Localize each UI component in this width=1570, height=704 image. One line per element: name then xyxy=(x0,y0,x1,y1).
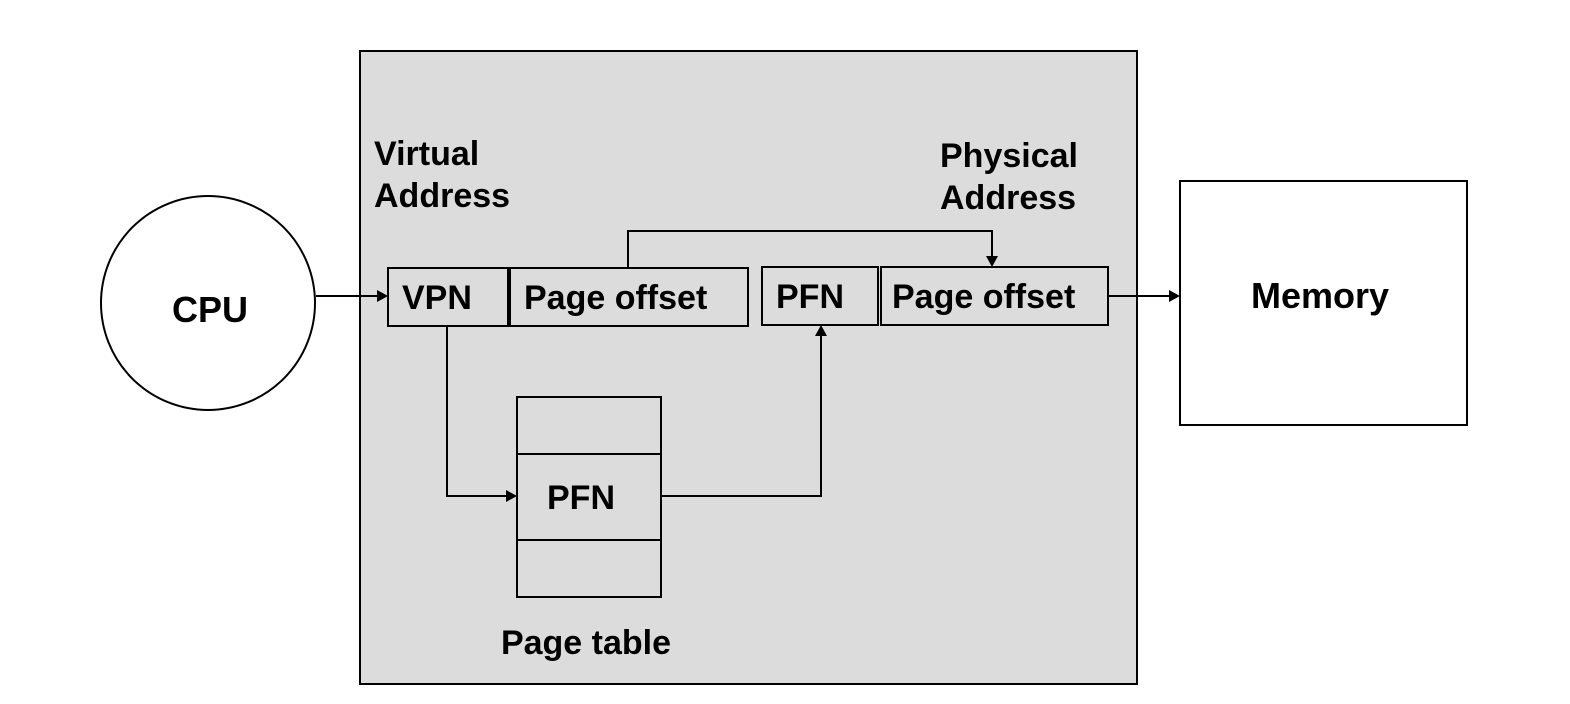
pfn-field xyxy=(761,266,879,326)
virtual-offset-field xyxy=(509,267,749,327)
arrow-physical-to-memory-head xyxy=(1169,290,1180,302)
arrow-offset-copy-head xyxy=(986,256,998,267)
physical-address-title-line2: Address xyxy=(940,179,1076,217)
virtual-address-title-line1: Virtual xyxy=(374,135,479,173)
vpn-label: VPN xyxy=(402,279,472,317)
mmu-box xyxy=(359,50,1138,685)
memory-label: Memory xyxy=(1251,275,1389,316)
physical-offset-field xyxy=(880,266,1109,326)
physical-offset-label: Page offset xyxy=(892,278,1075,316)
memory-box xyxy=(1179,180,1468,426)
page-table-entry-label: PFN xyxy=(547,479,615,517)
arrow-page-table-to-pfn-head xyxy=(815,325,827,336)
virtual-address-title-line2: Address xyxy=(374,177,510,215)
cpu-label: CPU xyxy=(172,289,248,330)
virtual-offset-label: Page offset xyxy=(524,279,707,317)
arrow-vpn-to-page-table-head xyxy=(506,490,517,502)
arrow-cpu-to-vpn-head xyxy=(377,290,388,302)
pfn-label: PFN xyxy=(776,278,844,316)
cpu-circle xyxy=(100,195,316,411)
arrow-vpn-to-page-table xyxy=(446,326,509,497)
page-table-row-top xyxy=(516,396,662,455)
page-table-caption: Page table xyxy=(501,624,671,662)
arrow-offset-copy xyxy=(627,230,993,268)
page-table-row-bottom xyxy=(516,539,662,598)
vpn-field xyxy=(387,267,509,327)
arrow-page-table-to-pfn xyxy=(661,334,822,497)
physical-address-title-line1: Physical xyxy=(940,137,1078,175)
